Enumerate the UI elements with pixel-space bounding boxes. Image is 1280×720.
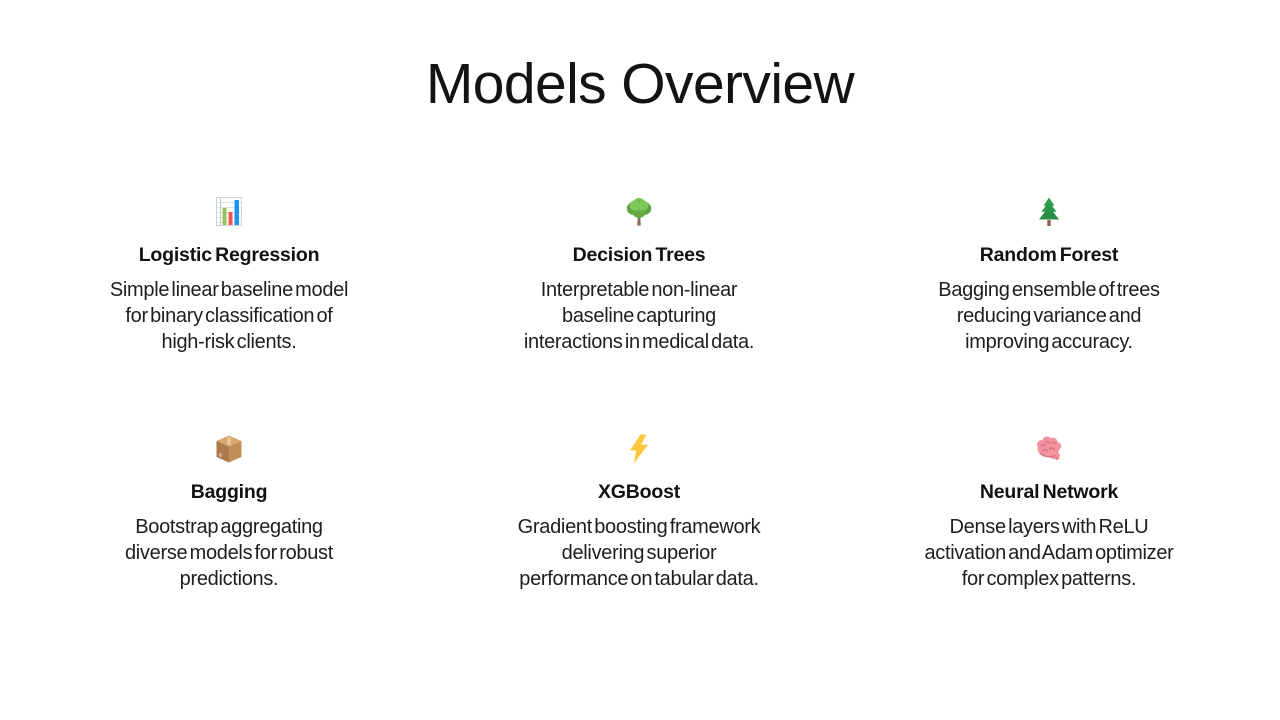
card-title: Logistic Regression [138, 244, 320, 266]
desc-line: high-risk clients. [161, 331, 297, 353]
desc-line: Interpretable non-linear [540, 279, 738, 301]
desc-line: interactions in medical data. [523, 331, 755, 353]
card-description: Interpretable non-linear baseline captur… [523, 277, 755, 355]
card-title: Neural Network [979, 481, 1119, 503]
desc-line: delivering superior [561, 542, 717, 564]
desc-line: Simple linear baseline model [109, 279, 349, 301]
desc-line: diverse models for robust [124, 542, 334, 564]
card-bagging: Bagging Bootstrap aggregating diverse mo… [59, 433, 399, 592]
desc-line: baseline capturing [562, 305, 716, 327]
desc-line: for binary classification of [125, 305, 333, 327]
desc-line: Gradient boosting framework [517, 516, 761, 538]
deciduous-tree-icon [623, 196, 655, 228]
desc-line: for complex patterns. [961, 568, 1137, 590]
evergreen-tree-icon [1033, 196, 1065, 228]
card-description: Gradient boosting framework delivering s… [518, 514, 761, 592]
card-xgboost: XGBoost Gradient boosting framework deli… [469, 433, 809, 592]
card-description: Bagging ensemble of trees reducing varia… [938, 277, 1160, 355]
card-decision-trees: Decision Trees Interpretable non-linear … [469, 196, 809, 355]
desc-line: performance on tabular data. [519, 568, 759, 590]
card-logistic-regression: Logistic Regression Simple linear baseli… [59, 196, 399, 355]
card-title: Random Forest [979, 244, 1119, 266]
desc-line: predictions. [179, 568, 279, 590]
card-title: Bagging [190, 481, 268, 503]
desc-line: Bootstrap aggregating [135, 516, 323, 538]
bar-chart-icon [213, 196, 245, 228]
card-random-forest: Random Forest Bagging ensemble of trees … [879, 196, 1219, 355]
desc-line: Bagging ensemble of trees [938, 279, 1160, 301]
brain-icon [1033, 433, 1065, 465]
card-title: XGBoost [597, 481, 681, 503]
card-title: Decision Trees [572, 244, 706, 266]
card-neural-network: Neural Network Dense layers with ReLU ac… [879, 433, 1219, 592]
card-description: Bootstrap aggregating diverse models for… [125, 514, 333, 592]
package-icon [213, 433, 245, 465]
card-description: Dense layers with ReLU activation and Ad… [924, 514, 1173, 592]
card-description: Simple linear baseline model for binary … [109, 277, 349, 355]
models-grid: Logistic Regression Simple linear baseli… [59, 196, 1219, 592]
desc-line: improving accuracy. [965, 331, 1133, 353]
desc-line: reducing variance and [956, 305, 1142, 327]
page-title: Models Overview [425, 52, 855, 116]
desc-line: Dense layers with ReLU [949, 516, 1149, 538]
lightning-bolt-icon [623, 433, 655, 465]
desc-line: activation and Adam optimizer [924, 542, 1174, 564]
